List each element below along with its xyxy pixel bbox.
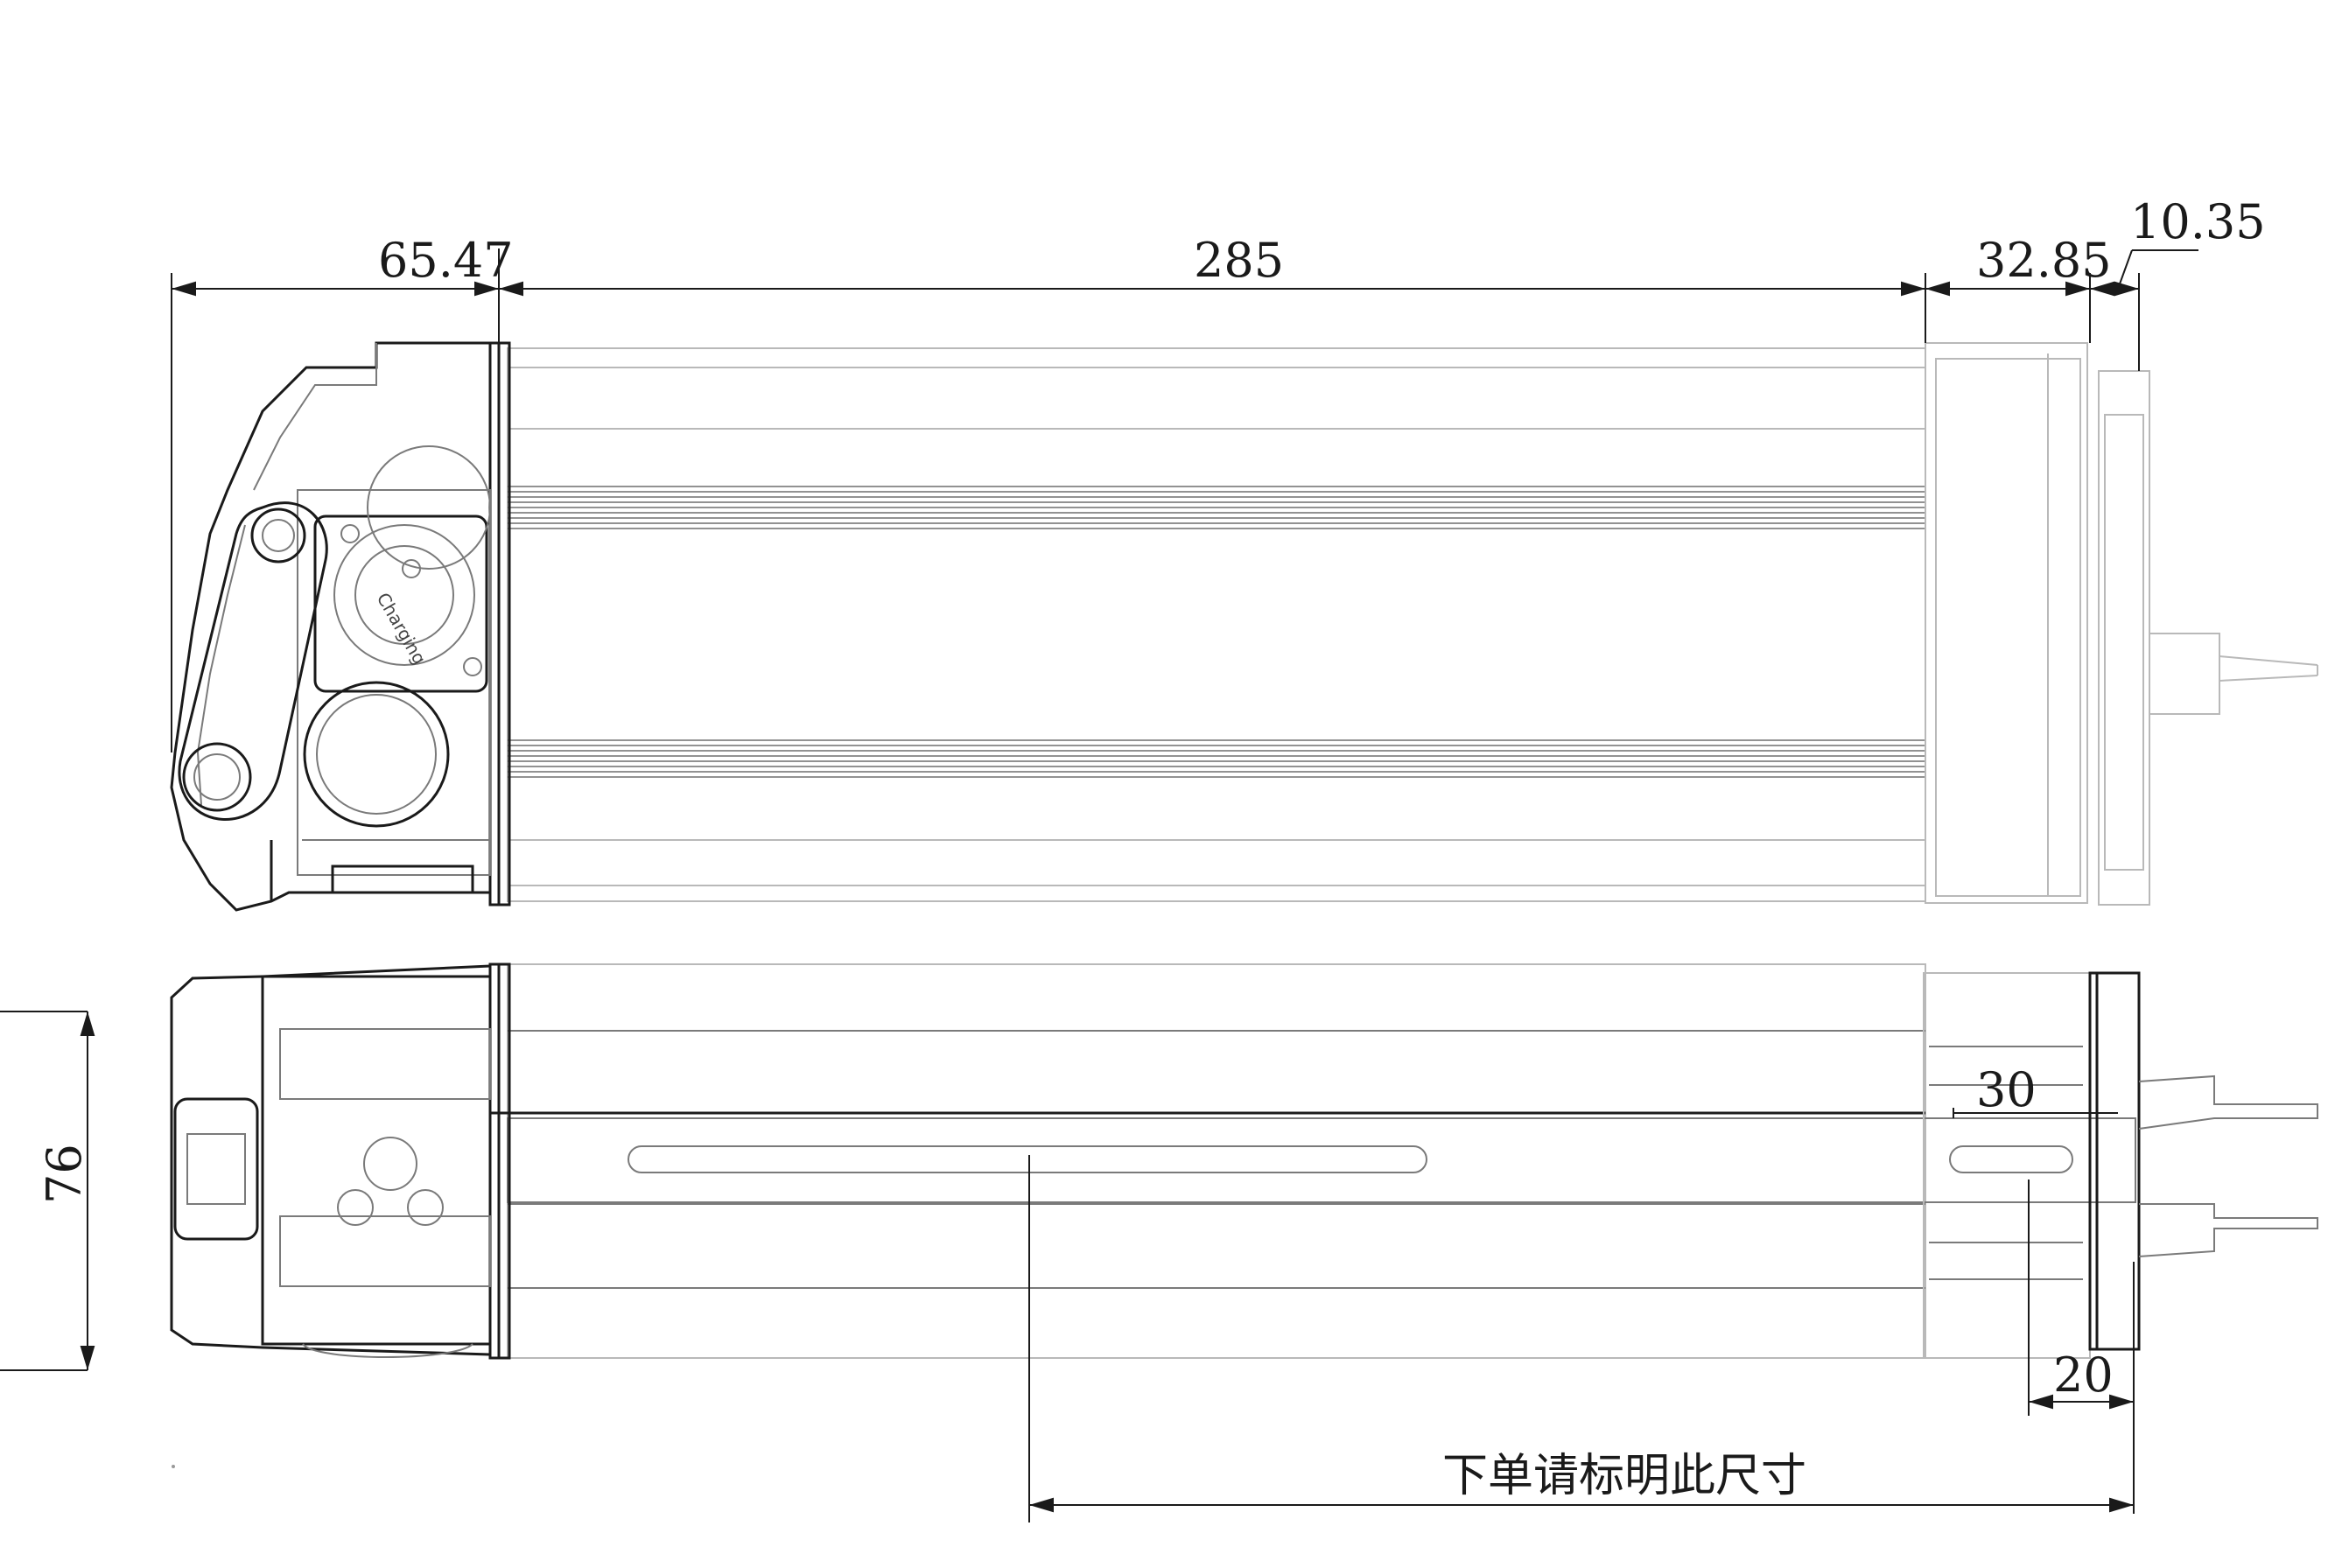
right-end-cap-top <box>1925 342 2318 906</box>
dim-mount-offset: 20 <box>2053 1348 2114 1403</box>
dim-body-length: 285 <box>1194 233 1284 288</box>
lower-rib-band <box>508 739 1925 778</box>
dim-left-cap: 65.47 <box>378 233 514 288</box>
dim-right-cap: 32.85 <box>1976 233 2112 288</box>
stray-marks <box>172 1465 175 1468</box>
dim-slot-offset: 30 <box>1976 1062 2037 1117</box>
right-end-cap-bottom <box>1923 971 2318 1359</box>
dimension-labels: 65.47 285 32.85 10.35 76 30 20 下单请标明此尺寸 <box>37 194 2266 1502</box>
charging-port-label: Charging <box>373 589 431 668</box>
mounting-rail <box>507 1117 2136 1203</box>
dim-end-plate: 10.35 <box>2130 194 2266 249</box>
dim-height: 76 <box>37 1144 92 1204</box>
lock-handle-top <box>178 501 328 821</box>
bottom-view <box>170 962 2318 1360</box>
left-cap-housing-bottom <box>170 964 492 1358</box>
left-cap-flange-bottom <box>488 962 511 1360</box>
dimension-lines <box>0 248 2198 1522</box>
top-view: Charging <box>170 341 2318 912</box>
left-cap-housing-top: Charging <box>170 341 491 912</box>
upper-rib-band <box>508 486 1925 529</box>
order-note: 下单请标明此尺寸 <box>1442 1450 1806 1502</box>
left-cap-flange-top <box>488 341 511 906</box>
